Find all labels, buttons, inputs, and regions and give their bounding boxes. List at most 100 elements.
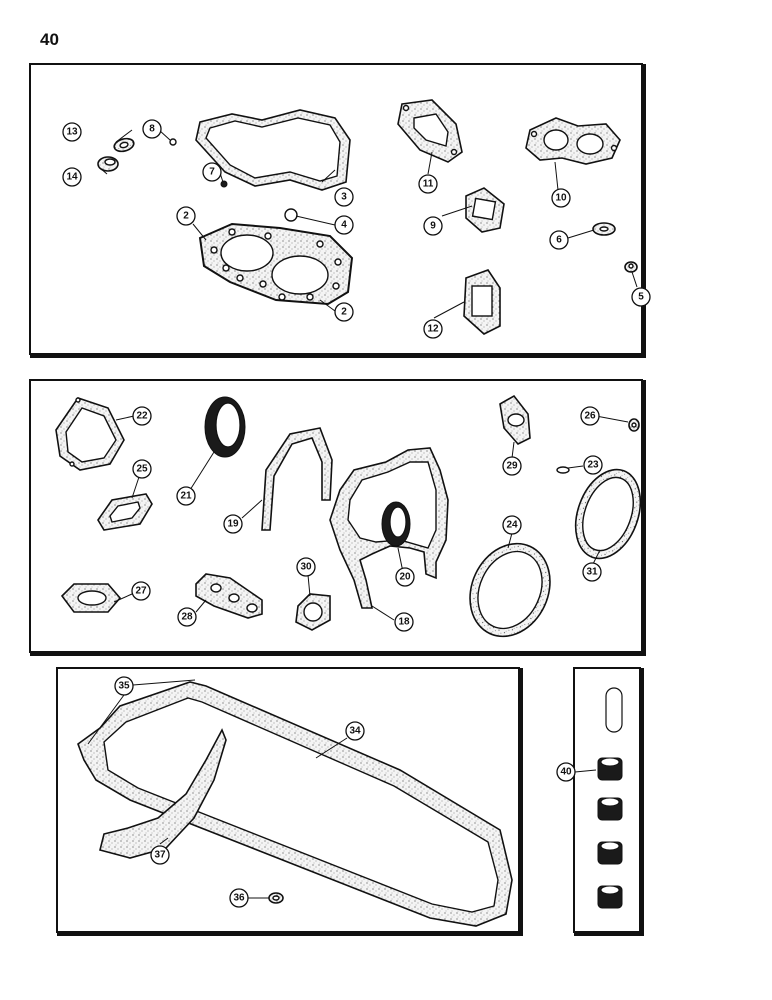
svg-text:31: 31	[586, 567, 598, 578]
valve-seal-4	[597, 885, 623, 909]
svg-text:12: 12	[427, 324, 439, 335]
svg-text:27: 27	[135, 586, 147, 597]
part-3-rocker-cover-gasket	[195, 109, 351, 191]
panel-valve-seals: 40	[556, 667, 644, 936]
callout-24: 24	[502, 515, 522, 535]
svg-text:22: 22	[136, 411, 148, 422]
svg-text:18: 18	[398, 617, 410, 628]
callout-26: 26	[580, 406, 600, 426]
callout-25: 25	[132, 459, 152, 479]
part-34-oil-pan-gasket	[77, 681, 513, 927]
callout-29: 29	[502, 456, 522, 476]
part-40-valve-seal-set	[597, 687, 623, 909]
callout-14: 14	[62, 167, 82, 187]
part-30-gasket	[295, 593, 331, 631]
svg-text:40: 40	[560, 767, 572, 778]
part-12-gasket	[463, 269, 501, 335]
part-27-gasket	[60, 583, 122, 613]
part-36-washer	[268, 892, 284, 904]
callout-2-top: 2	[176, 206, 196, 226]
panel-timing-gaskets: 22 21 26 29 25 19 23 24 20 31 27 28 30 1…	[29, 379, 646, 656]
valve-seal-3	[597, 841, 623, 865]
part-29-gasket	[499, 394, 531, 445]
callout-5: 5	[631, 287, 651, 307]
svg-text:3: 3	[341, 192, 347, 203]
callout-21: 21	[176, 486, 196, 506]
callout-12: 12	[423, 319, 443, 339]
part-8-ring	[169, 138, 177, 146]
callout-9: 9	[423, 216, 443, 236]
svg-text:11: 11	[423, 179, 434, 190]
svg-text:14: 14	[66, 172, 78, 183]
part-11-exhaust-gasket	[397, 99, 463, 163]
callout-2-bottom: 2	[334, 302, 354, 322]
svg-text:29: 29	[506, 461, 518, 472]
callout-8: 8	[142, 119, 162, 139]
callout-18: 18	[394, 612, 414, 632]
svg-text:9: 9	[430, 221, 436, 232]
callout-3: 3	[334, 187, 354, 207]
part-26-washer	[628, 418, 640, 432]
callout-22: 22	[132, 406, 152, 426]
part-9-gasket	[465, 187, 505, 233]
part-7-plug	[220, 180, 228, 188]
svg-text:7: 7	[209, 167, 215, 178]
svg-text:19: 19	[227, 519, 239, 530]
valve-seal-1	[597, 757, 623, 781]
part-28-gasket	[195, 573, 263, 619]
svg-text:36: 36	[233, 893, 245, 904]
svg-text:30: 30	[300, 562, 312, 573]
part-24-gasket	[469, 542, 551, 638]
part-20-oil-seal	[381, 501, 411, 547]
callout-28: 28	[177, 607, 197, 627]
part-6-washer	[592, 222, 616, 236]
callout-40: 40	[556, 762, 576, 782]
callout-23: 23	[583, 455, 603, 475]
svg-text:37: 37	[154, 850, 166, 861]
svg-text:35: 35	[118, 681, 130, 692]
callout-10: 10	[551, 188, 571, 208]
panel-oil-pan-gaskets: 35 34 37 36	[56, 667, 523, 936]
svg-text:4: 4	[341, 220, 347, 231]
svg-text:8: 8	[149, 124, 155, 135]
svg-text:20: 20	[399, 572, 411, 583]
callout-30: 30	[296, 557, 316, 577]
part-5-washer	[624, 261, 638, 273]
callout-7: 7	[202, 162, 222, 182]
callout-11: 11	[418, 174, 438, 194]
callout-4: 4	[334, 215, 354, 235]
svg-text:25: 25	[136, 464, 148, 475]
svg-text:34: 34	[349, 726, 361, 737]
svg-text:13: 13	[66, 127, 78, 138]
page-number: 40	[40, 30, 59, 49]
svg-text:10: 10	[555, 193, 567, 204]
part-23-washer	[556, 466, 570, 474]
callout-34: 34	[345, 721, 365, 741]
callout-20: 20	[395, 567, 415, 587]
callout-27: 27	[131, 581, 151, 601]
svg-text:28: 28	[181, 612, 193, 623]
callout-13: 13	[62, 122, 82, 142]
panel-head-gaskets: 13 8 14 7 2 3 4 2 11 10 9 6 12 5	[29, 63, 651, 358]
part-14-seal	[97, 156, 119, 172]
part-4-o-ring	[284, 208, 298, 222]
part-21-oil-seal	[204, 396, 246, 458]
part-19-seal-strip	[261, 427, 333, 531]
valve-seal-2	[597, 797, 623, 821]
part-10-manifold-gasket	[525, 117, 621, 165]
callout-6: 6	[549, 230, 569, 250]
callout-35: 35	[114, 676, 134, 696]
svg-text:21: 21	[180, 491, 192, 502]
callout-36: 36	[229, 888, 249, 908]
part-25-gasket	[97, 493, 153, 531]
svg-text:5: 5	[638, 292, 644, 303]
svg-text:2: 2	[341, 307, 347, 318]
callout-19: 19	[223, 514, 243, 534]
svg-text:24: 24	[506, 520, 518, 531]
callout-31: 31	[582, 562, 602, 582]
svg-text:6: 6	[556, 235, 562, 246]
svg-text:23: 23	[587, 460, 599, 471]
svg-text:26: 26	[584, 411, 596, 422]
callout-37: 37	[150, 845, 170, 865]
